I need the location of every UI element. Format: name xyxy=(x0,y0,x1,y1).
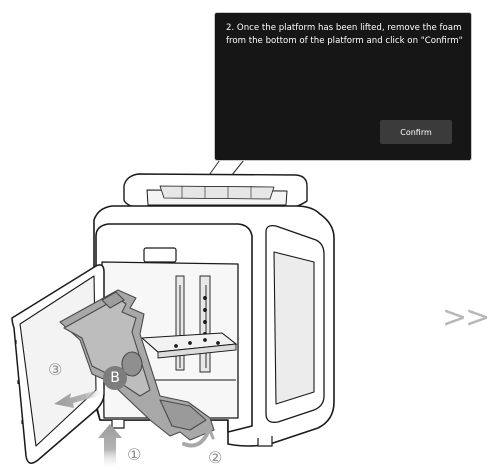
confirm-button[interactable]: Confirm xyxy=(380,120,452,144)
step-1-label: ① xyxy=(127,446,141,464)
arrow-up xyxy=(98,424,122,470)
step-3-label: ③ xyxy=(48,361,62,379)
popup-instruction-text: 2. Once the platform has been lifted, re… xyxy=(226,22,464,48)
foam-label-b: B xyxy=(103,366,127,390)
instruction-popup: 2. Once the platform has been lifted, re… xyxy=(214,12,472,161)
next-step-icon[interactable]: >> xyxy=(442,300,488,336)
step-2-label: ② xyxy=(208,449,222,467)
